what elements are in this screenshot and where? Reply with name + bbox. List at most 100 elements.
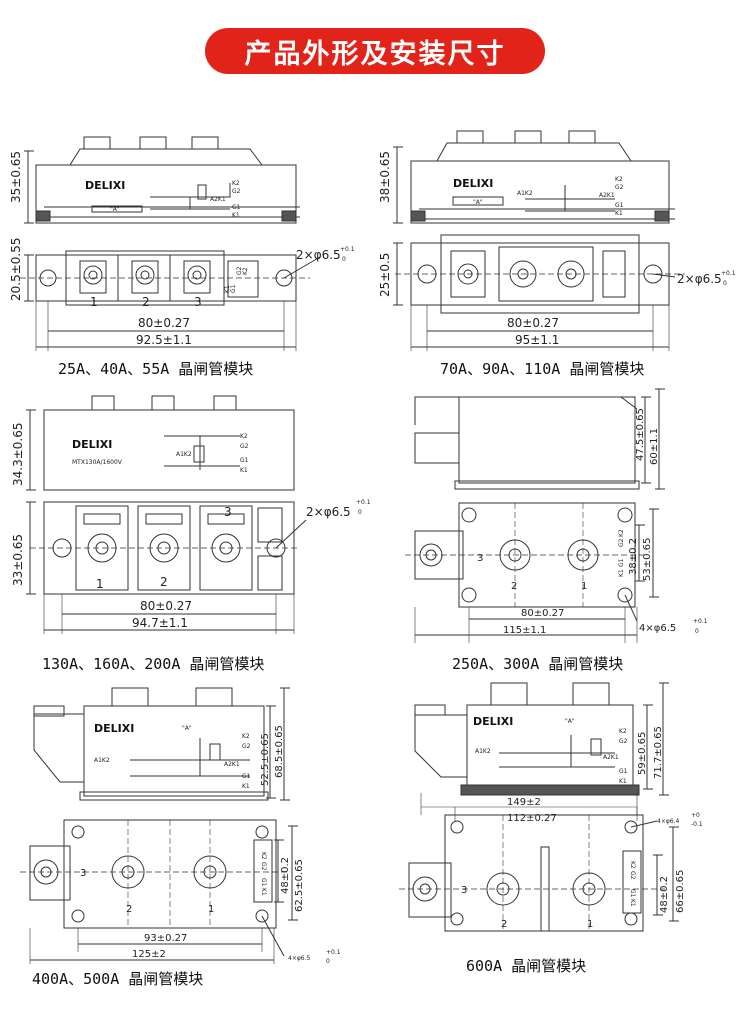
hole-tolerance: -0.1: [691, 821, 703, 828]
gate-label: K2: [260, 852, 267, 860]
aux-label: A2K1: [224, 761, 240, 768]
gate-label: K1: [618, 569, 625, 577]
hole-dimension: 4×φ6.4: [657, 818, 680, 825]
mark-a: "A": [110, 206, 120, 213]
brand-logo: DELIXI: [72, 438, 112, 451]
terminal-label: 2: [511, 581, 517, 592]
aux-label: K1: [242, 783, 250, 790]
aux-label: A2K1: [210, 196, 226, 203]
aux-label: G2: [232, 188, 241, 195]
hole-dimension: 2×φ6.5: [677, 272, 722, 286]
aux-label: G2: [240, 443, 249, 450]
hole-tolerance: +0.1: [721, 270, 736, 277]
total-dimension: 95±1.1: [515, 333, 559, 347]
mount-dimension: 80±0.27: [140, 599, 192, 613]
aux-label: K1: [619, 778, 627, 785]
gate-label: G2: [618, 538, 625, 547]
total-dimension: 92.5±1.1: [136, 333, 192, 347]
height-dimension: 34.3±0.65: [11, 423, 25, 487]
aux-label: K1: [232, 212, 240, 219]
module-400-500a-drawing: DELIXI "A" K2 G2 A1K2 A2K1 G1 K1 52.5±0.…: [20, 687, 341, 965]
gate-label: G2: [260, 862, 267, 871]
total-dimension: 125±2: [132, 949, 166, 960]
width-dimension: 38±0.2: [628, 538, 639, 575]
height2-dimension: 71.7±0.65: [653, 726, 664, 779]
gate-label: G2: [629, 871, 636, 880]
page-title: 产品外形及安装尺寸: [244, 38, 506, 70]
terminal-label: 3: [80, 868, 86, 879]
hole-tolerance: +0: [691, 812, 700, 819]
aux-label: A1K2: [176, 451, 192, 458]
module-70-110a-drawing: DELIXI "A" K2 G2 A1K2 A2K1 G1 K1 38±0.65…: [378, 130, 736, 351]
height-dimension: 59±0.65: [637, 732, 648, 775]
width-dimension: 33±0.65: [11, 534, 25, 586]
aux-label: G1: [232, 204, 241, 211]
model-label: MTX130A/1600V: [72, 459, 123, 466]
mount-dimension: 80±0.27: [521, 608, 564, 619]
brand-logo: DELIXI: [453, 177, 493, 190]
width-dimension: 20.5±0.55: [9, 238, 23, 302]
hole-tolerance: 0: [695, 628, 699, 635]
aux-label: G2: [615, 184, 624, 191]
mount-dimension: 93±0.27: [144, 933, 187, 944]
gate-label: K1: [629, 899, 636, 907]
brand-logo: DELIXI: [94, 722, 134, 735]
terminal-label: 2: [160, 575, 168, 589]
aux-label: K2: [619, 728, 627, 735]
aux-label: G2: [619, 738, 628, 745]
mark-a: "A": [182, 725, 192, 732]
width2-dimension: 66±0.65: [675, 870, 686, 913]
module-600a-drawing: DELIXI "A" K2 G2 A1K2 A2K1 G1 K1 59±0.65…: [399, 682, 703, 932]
hole-tolerance: +0.1: [326, 949, 341, 956]
aux-label: K1: [240, 467, 248, 474]
module-25-55a-drawing: DELIXI "A" K2 G2 A2K1 G1 K1 35±0.65 20.5…: [9, 136, 355, 351]
hole-tolerance: 0: [326, 958, 330, 965]
terminal-label: 1: [587, 919, 593, 930]
gate-label: G1: [260, 878, 267, 887]
mount-dimension: 80±0.27: [138, 316, 190, 330]
hole-tolerance: +0.1: [693, 618, 708, 625]
hole-tolerance: +0.1: [340, 246, 355, 253]
caption-130-200a: 130A、160A、200A 晶闸管模块: [42, 655, 265, 673]
terminal-label: 2: [126, 904, 132, 915]
caption-400-500a: 400A、500A 晶闸管模块: [32, 970, 204, 988]
terminal-label: 2: [501, 919, 507, 930]
height-dimension: 38±0.65: [378, 151, 392, 203]
gate-label: K2: [242, 267, 249, 275]
width2-dimension: 62.5±0.65: [294, 859, 305, 912]
brand-logo: DELIXI: [85, 179, 125, 192]
aux-label: A1K2: [94, 757, 110, 764]
module-250-300a-drawing: 47.5±0.65 60±1.1 K2 G2 G1 K1 3 2 1 38±0.…: [405, 388, 708, 643]
aux-label: G1: [619, 768, 628, 775]
height-dimension: 47.5±0.65: [635, 408, 646, 461]
width-dimension: 25±0.5: [378, 253, 392, 297]
height-dimension: 52.5±0.65: [260, 733, 271, 786]
width-dimension: 48±0.2: [659, 876, 670, 913]
gate-label: G2: [236, 266, 243, 275]
aux-label: A1K2: [475, 748, 491, 755]
terminal-label: 2: [142, 295, 150, 309]
width2-dimension: 53±0.65: [642, 538, 653, 581]
brand-logo: DELIXI: [473, 715, 513, 728]
caption-600a: 600A 晶闸管模块: [466, 957, 587, 975]
terminal-label: 3: [194, 295, 202, 309]
terminal-label: 1: [96, 577, 104, 591]
aux-label: K2: [242, 733, 250, 740]
terminal-label: 1: [90, 295, 98, 309]
aux-label: K1: [615, 210, 623, 217]
height-dimension: 35±0.65: [9, 151, 23, 203]
aux-label: A2K1: [599, 192, 615, 199]
caption-250-300a: 250A、300A 晶闸管模块: [452, 655, 624, 673]
gate-label: G1: [618, 558, 625, 567]
aux-label: G2: [242, 743, 251, 750]
terminal-label: 1: [208, 904, 214, 915]
height2-dimension: 60±1.1: [649, 428, 660, 465]
gate-label: G1: [629, 889, 636, 898]
width-dimension: 48±0.2: [280, 857, 291, 894]
aux-label: A2K1: [603, 754, 619, 761]
hole-tolerance: 0: [342, 256, 346, 263]
total-dimension: 115±1.1: [503, 625, 546, 636]
module-130-200a-drawing: DELIXI MTX130A/1600V K2 G2 A1K2 G1 K1 34…: [11, 395, 371, 634]
hole-tolerance: +0.1: [356, 499, 371, 506]
hole-dimension: 4×φ6.5: [639, 623, 676, 634]
